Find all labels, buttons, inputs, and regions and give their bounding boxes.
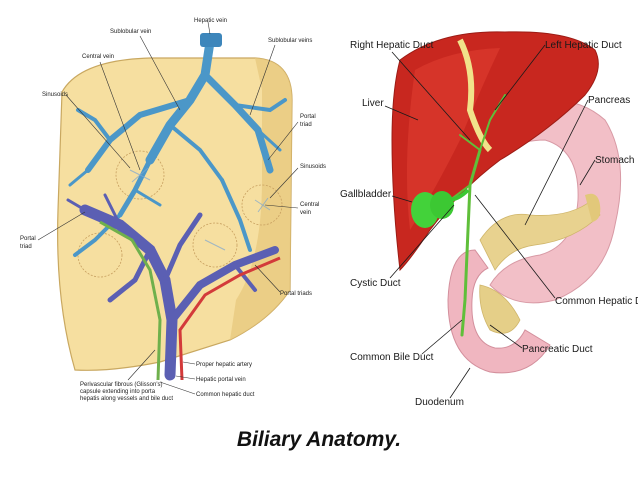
pancreas — [479, 199, 601, 271]
label-central-vein-right-2: vein — [300, 210, 311, 216]
label-right-hepatic-duct: Right Hepatic Duct — [350, 40, 434, 51]
label-portal-triad-left-2: triad — [20, 244, 32, 250]
duodenum — [447, 249, 551, 374]
label-gallbladder: Gallbladder — [340, 189, 392, 200]
label-capsule-3: hepatis along vessels and bile duct — [80, 396, 173, 402]
liver-lobule-svg: Hepatic vein Sublobular vein Sublobular … — [20, 18, 326, 402]
label-sinusoids-right: Sinusoids — [300, 164, 326, 170]
stomach — [479, 99, 622, 304]
label-portal-triad-right-2: triad — [300, 122, 312, 128]
label-cystic-duct: Cystic Duct — [350, 278, 401, 289]
label-liver: Liver — [362, 98, 384, 109]
label-pancreas: Pancreas — [588, 95, 630, 106]
label-duodenum: Duodenum — [415, 397, 464, 408]
label-common-hepatic-duct-left: Common hepatic duct — [196, 392, 255, 398]
figure-caption: Biliary Anatomy. — [236, 428, 402, 451]
label-stomach: Stomach — [595, 155, 634, 166]
label-central-vein-right: Central — [300, 202, 319, 208]
label-hepatic-vein: Hepatic vein — [194, 18, 227, 24]
label-capsule-2: capsule extending into porta — [80, 389, 156, 395]
label-proper-hepatic-artery: Proper hepatic artery — [196, 362, 252, 368]
liver-lobule-illustration: Hepatic vein Sublobular vein Sublobular … — [0, 0, 330, 420]
label-sublobular-vein: Sublobular vein — [110, 29, 151, 35]
biliary-system-svg: Right Hepatic Duct Left Hepatic Duct Liv… — [340, 31, 638, 408]
label-capsule-1: Perivascular fibrous (Glisson's) — [80, 382, 163, 388]
label-common-bile-duct: Common Bile Duct — [350, 352, 434, 363]
label-hepatic-portal-vein: Hepatic portal vein — [196, 377, 246, 383]
label-portal-triad-right: Portal — [300, 114, 316, 120]
label-sublobular-veins: Sublobular veins — [268, 38, 312, 44]
bile-duct — [99, 220, 162, 381]
hepatic-artery — [178, 256, 281, 381]
label-central-vein-top: Central vein — [82, 54, 114, 60]
hepatic-vein-tree — [68, 37, 287, 257]
label-sinusoids-left: Sinusoids — [42, 92, 68, 98]
label-pancreatic-duct: Pancreatic Duct — [522, 344, 593, 355]
label-left-hepatic-duct: Left Hepatic Duct — [545, 40, 622, 51]
gallbladder — [411, 188, 470, 228]
biliary-system-illustration: Right Hepatic Duct Left Hepatic Duct Liv… — [330, 0, 638, 420]
label-portal-triad-left: Portal — [20, 236, 36, 242]
label-portal-triads: Portal triads — [280, 291, 312, 297]
label-common-hepatic-duct-right: Common Hepatic Duct — [555, 296, 638, 307]
portal-vein-tree — [66, 193, 279, 381]
